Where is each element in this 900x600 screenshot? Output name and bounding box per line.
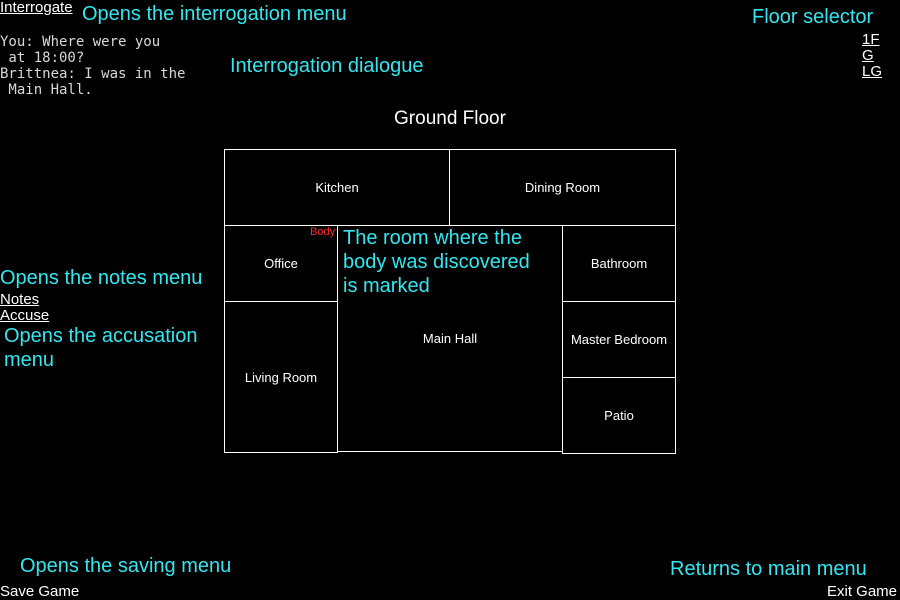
room-label: Master Bedroom — [570, 332, 668, 347]
floor-title: Ground Floor — [394, 108, 506, 129]
accuse-button[interactable]: Accuse — [0, 307, 50, 324]
floor-option-g[interactable]: G — [862, 47, 874, 64]
room-living-room[interactable]: Living Room — [224, 301, 338, 453]
annotation-exit: Returns to main menu — [670, 558, 867, 580]
annotation-interrogate: Opens the interrogation menu — [82, 3, 347, 25]
room-label: Kitchen — [315, 180, 359, 195]
room-master-bedroom[interactable]: Master Bedroom — [562, 301, 676, 378]
room-patio[interactable]: Patio — [562, 377, 676, 454]
annotation-save: Opens the saving menu — [20, 555, 232, 577]
floor-option-1f[interactable]: 1F — [862, 31, 880, 48]
exit-game-button[interactable]: Exit Game — [827, 583, 898, 600]
annotation-body-line2: body was discovered — [343, 251, 530, 273]
annotation-body-line3: is marked — [343, 275, 430, 297]
room-bathroom[interactable]: Bathroom — [562, 225, 676, 302]
room-label: Patio — [604, 408, 634, 423]
annotation-dialogue: Interrogation dialogue — [230, 55, 424, 77]
floor-option-lg[interactable]: LG — [862, 63, 883, 80]
room-kitchen[interactable]: Kitchen — [224, 149, 450, 226]
room-label: Bathroom — [590, 256, 648, 271]
notes-button[interactable]: Notes — [0, 291, 40, 308]
annotation-accuse-line2: menu — [4, 349, 55, 371]
room-dining-room[interactable]: Dining Room — [449, 149, 676, 226]
annotation-body-line1: The room where the — [343, 227, 522, 249]
room-label: Office — [264, 256, 298, 271]
annotation-notes: Opens the notes menu — [0, 267, 203, 289]
body-marker: Body — [310, 226, 336, 238]
room-label: Living Room — [244, 369, 318, 385]
annotation-floor-selector: Floor selector — [752, 6, 874, 28]
room-label: Dining Room — [524, 180, 601, 195]
interrogate-button[interactable]: Interrogate — [0, 0, 73, 16]
room-label: Main Hall — [422, 331, 478, 346]
save-game-button[interactable]: Save Game — [0, 583, 80, 600]
annotation-accuse-line1: Opens the accusation — [4, 325, 198, 347]
interrogation-dialogue: You: Where were you at 18:00? Brittnea: … — [0, 34, 186, 98]
